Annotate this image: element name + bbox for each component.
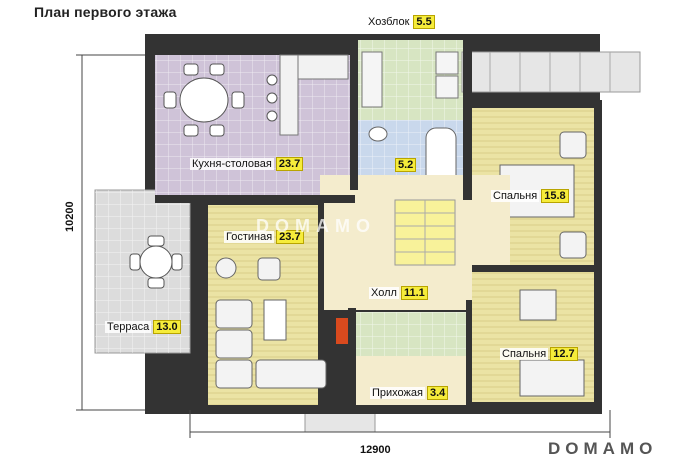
porch-steps [461,51,641,93]
page-title: План первого этажа [34,4,177,20]
terrace-table [129,235,183,289]
utility-cabinet [361,51,383,108]
room-label-khozblok: Хозблок 5.5 [366,15,435,29]
watermark-corner: DOMAMO [548,439,658,458]
room-label-kitchen: Кухня-столовая 23.7 [190,157,304,171]
room-label-bath: 5.2 [393,158,417,172]
dimension-horizontal: 12900 [360,444,391,456]
bedroom2-bed [519,359,585,397]
sofa [215,299,327,389]
sink [368,126,388,142]
room-label-terrace: Терраса 13.0 [105,320,181,334]
kitchen-counter [297,54,349,80]
coffee-table [263,299,287,341]
watermark-center: DOMAMO [256,216,376,236]
dimension-vertical: 10200 [64,201,76,232]
kitchen-island [279,54,299,136]
room-label-entry: Прихожая 3.4 [370,386,449,400]
fireplace [336,318,348,344]
dining-table [163,63,245,137]
room-label-bedroom2: Спальня 12.7 [500,347,578,361]
dimension-lines [76,54,611,438]
room-label-hall: Холл 11.1 [369,286,428,300]
plant [215,257,237,279]
room-label-living: Гостиная 23.7 [224,230,304,244]
room-label-bedroom1: Спальня 15.8 [491,189,569,203]
